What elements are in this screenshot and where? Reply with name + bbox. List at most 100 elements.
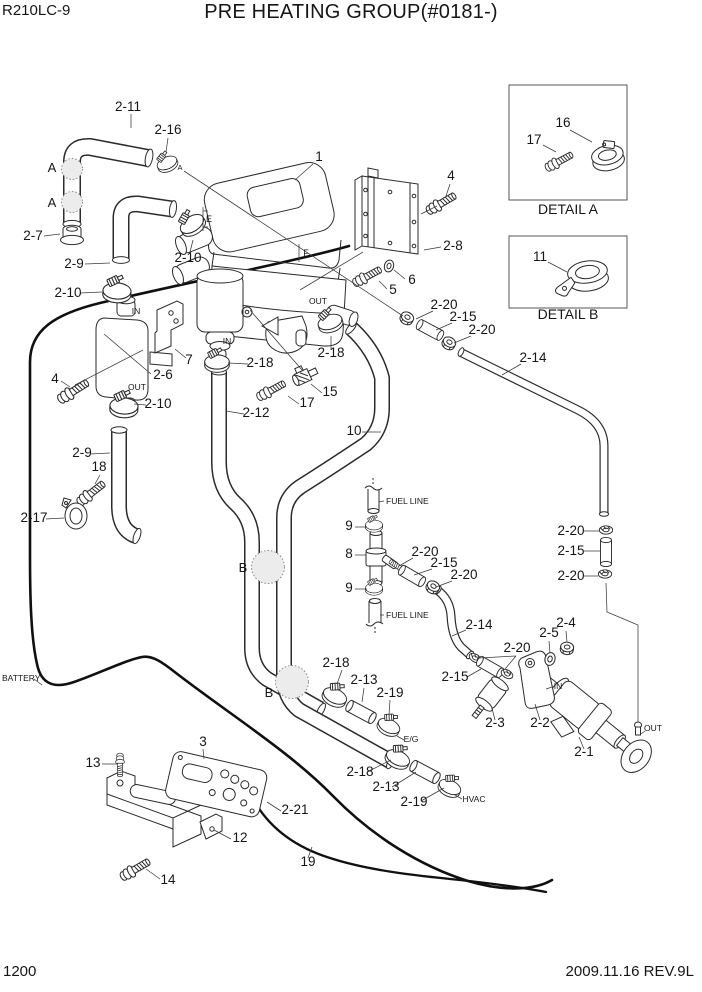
part-label-e: E bbox=[206, 214, 212, 224]
mounting-plate bbox=[354, 167, 419, 255]
controller-bracket bbox=[106, 770, 223, 848]
detail-a-title: DETAIL A bbox=[538, 201, 599, 217]
part-label-15: 15 bbox=[322, 384, 337, 399]
battery-cable bbox=[28, 244, 554, 890]
part-label-2-19: 2-19 bbox=[376, 685, 403, 700]
part-label-2-7: 2-7 bbox=[23, 228, 43, 243]
part-label-3: 3 bbox=[199, 734, 207, 749]
washer-6 bbox=[383, 259, 395, 273]
part-label-2-10: 2-10 bbox=[54, 285, 81, 300]
part-label-b: B bbox=[265, 685, 274, 700]
tube-2-15-pump bbox=[474, 654, 506, 680]
part-label-2-20: 2-20 bbox=[411, 544, 438, 559]
clamp-16 bbox=[591, 140, 625, 172]
part-label-7: 7 bbox=[185, 352, 193, 367]
part-label-2-9: 2-9 bbox=[64, 256, 84, 271]
part-label-2-18: 2-18 bbox=[322, 655, 349, 670]
part-label-in: IN bbox=[223, 336, 232, 346]
part-label-9: 9 bbox=[345, 580, 353, 595]
part-label-2-16: 2-16 bbox=[154, 122, 181, 137]
part-label-2-13: 2-13 bbox=[372, 779, 399, 794]
part-label-battery: BATTERY bbox=[2, 673, 41, 683]
tube-2-15-a bbox=[414, 318, 446, 342]
part-label-hvac: HVAC bbox=[463, 794, 486, 804]
nut-2-4 bbox=[559, 640, 575, 656]
detail-b-box bbox=[508, 235, 628, 309]
hose-2-9-upper bbox=[112, 200, 178, 263]
model-code: R210LC-9 bbox=[2, 2, 71, 19]
pump-bracket bbox=[518, 650, 555, 709]
clamp-2-20-col1 bbox=[598, 525, 614, 535]
bolt-5 bbox=[350, 263, 385, 290]
part-label-2-2: 2-2 bbox=[530, 715, 550, 730]
part-label-9: 9 bbox=[345, 518, 353, 533]
pump-out-fitting bbox=[634, 721, 642, 736]
part-label-a: A bbox=[48, 195, 57, 210]
heater-unit bbox=[171, 162, 359, 359]
part-label-2-13: 2-13 bbox=[350, 672, 377, 687]
part-label-2-19: 2-19 bbox=[400, 794, 427, 809]
hose-2-12 bbox=[211, 369, 328, 718]
fitting-15 bbox=[292, 365, 319, 387]
part-label-8: 8 bbox=[345, 546, 353, 561]
clamp-9-top bbox=[365, 513, 383, 533]
part-label-13: 13 bbox=[85, 755, 100, 770]
part-label-4: 4 bbox=[51, 371, 59, 386]
clamp-9-bottom bbox=[365, 576, 383, 596]
part-label-4: 4 bbox=[447, 168, 455, 183]
part-label-2-20: 2-20 bbox=[503, 640, 530, 655]
part-label-10: 10 bbox=[346, 423, 361, 438]
bolt-4-left bbox=[54, 376, 92, 407]
part-label-2-17: 2-17 bbox=[20, 510, 47, 525]
revision-date: 2009.11.16 REV.9L bbox=[565, 963, 694, 980]
part-label-18: 18 bbox=[91, 459, 106, 474]
clamp-2-10-top bbox=[101, 271, 133, 305]
tube-2-13-hvac bbox=[407, 758, 443, 786]
page-title: PRE HEATING GROUP(#0181-) bbox=[204, 1, 498, 23]
clamp-11 bbox=[554, 260, 609, 297]
part-label-2-20: 2-20 bbox=[557, 523, 584, 538]
part-label-f: F bbox=[303, 248, 309, 258]
part-label-2-4: 2-4 bbox=[556, 615, 576, 630]
part-labels: 2-112-16AAA2-72-92-102-10E142-8652-202-1… bbox=[2, 99, 662, 887]
part-label-in: IN bbox=[132, 306, 141, 316]
part-label-fuel-line: FUEL LINE bbox=[386, 496, 429, 506]
hose-2-11 bbox=[62, 147, 154, 228]
part-label-1: 1 bbox=[315, 149, 323, 164]
part-label-2-1: 2-1 bbox=[574, 744, 594, 759]
part-label-2-10: 2-10 bbox=[174, 250, 201, 265]
bolt-17-heater bbox=[254, 377, 289, 404]
part-label-16: 16 bbox=[555, 115, 570, 130]
section-markers bbox=[61, 158, 309, 699]
part-label-2-18: 2-18 bbox=[246, 355, 273, 370]
part-label-2-15: 2-15 bbox=[441, 669, 468, 684]
part-label-a: A bbox=[48, 160, 57, 175]
tube-2-15-fuel bbox=[396, 563, 428, 589]
tube-2-13-eg bbox=[343, 698, 379, 726]
clamp-2-17 bbox=[61, 497, 88, 530]
part-label-2-5: 2-5 bbox=[539, 625, 559, 640]
clamp-2-19-eg bbox=[374, 707, 406, 740]
part-label-17: 17 bbox=[526, 132, 541, 147]
part-label-2-8: 2-8 bbox=[443, 238, 463, 253]
part-label-17: 17 bbox=[299, 395, 314, 410]
controller-harness bbox=[254, 802, 548, 894]
nut-2-20-b bbox=[439, 334, 458, 353]
part-label-fuel-line: FUEL LINE bbox=[386, 610, 429, 620]
part-label-2-9: 2-9 bbox=[72, 445, 92, 460]
leader-lines bbox=[33, 114, 646, 880]
bolt-4-right bbox=[423, 189, 459, 218]
controller-unit bbox=[165, 751, 268, 818]
part-label-2-12: 2-12 bbox=[242, 405, 269, 420]
part-label-in: IN bbox=[554, 681, 563, 691]
hose-2-9-lower bbox=[110, 427, 143, 545]
part-label-2-21: 2-21 bbox=[281, 802, 308, 817]
rubber-mount bbox=[471, 676, 509, 720]
part-label-12: 12 bbox=[232, 830, 247, 845]
tube-2-15-col bbox=[600, 537, 612, 567]
part-label-e-g: E/G bbox=[404, 734, 419, 744]
part-label-2-14: 2-14 bbox=[465, 617, 493, 632]
part-label-19: 19 bbox=[300, 854, 315, 869]
part-label-b: B bbox=[239, 560, 248, 575]
